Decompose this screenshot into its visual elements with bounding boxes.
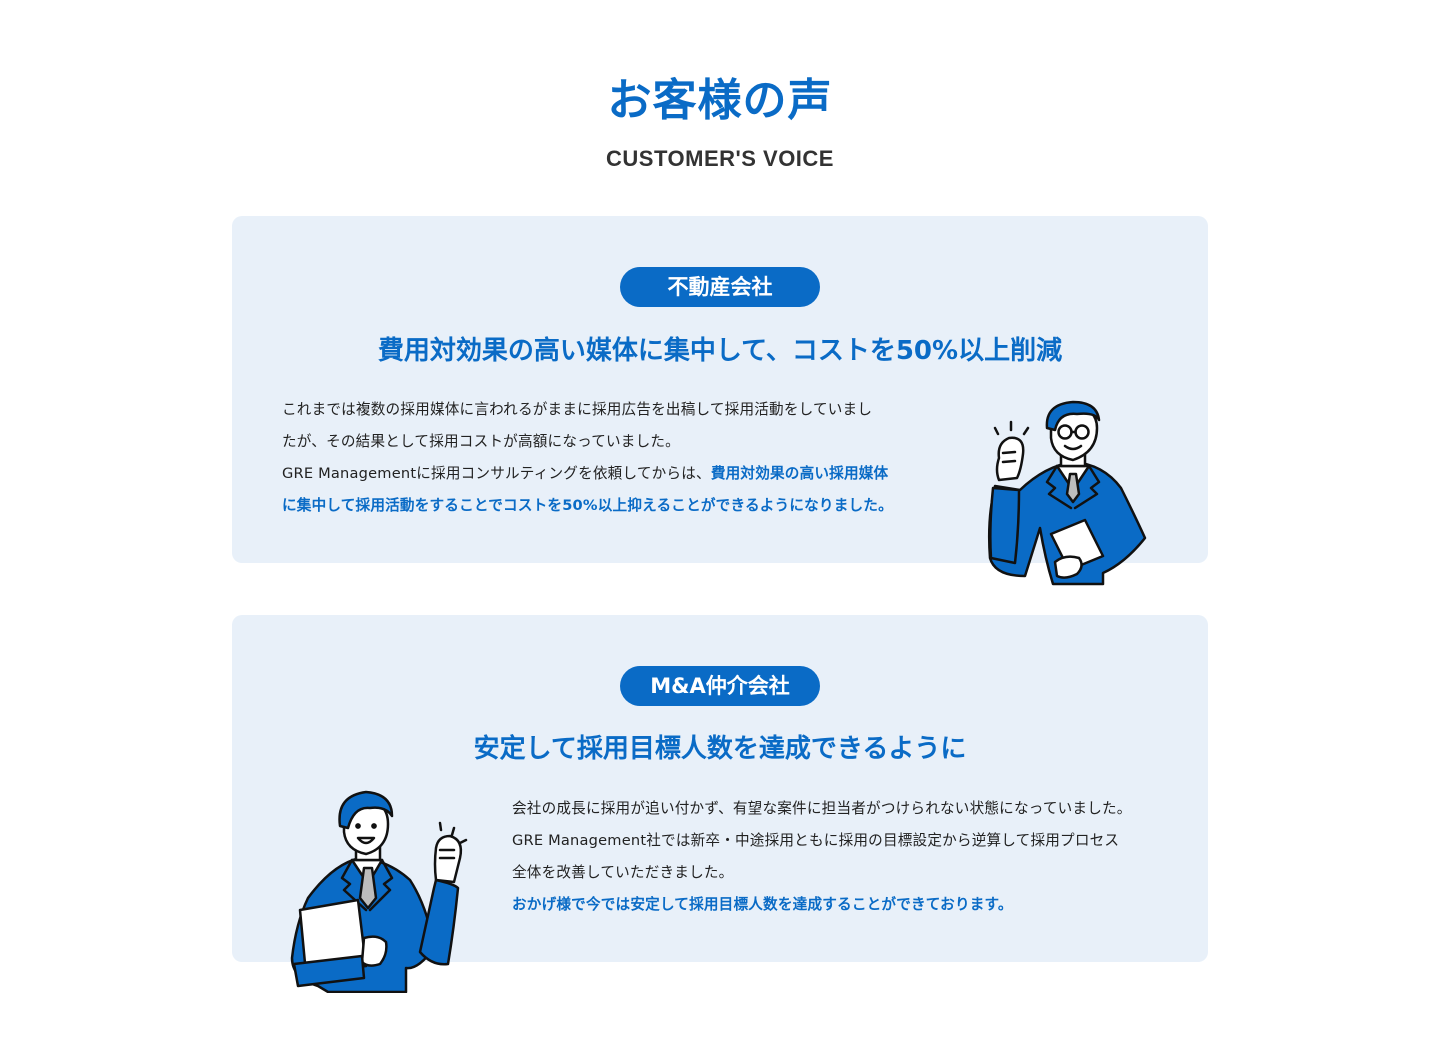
body-text-highlight: おかげ様で今では安定して採用目標人数を達成することができております。 xyxy=(512,896,1013,913)
testimonial-headline: 安定して採用目標人数を達成できるように xyxy=(473,734,967,764)
body-line: GRE Managementに採用コンサルティングを依頼してからは、費用対効果の… xyxy=(282,458,932,490)
testimonial-body: これまでは複数の採用媒体に言われるがままに採用広告を出稿して採用活動をしていまし… xyxy=(282,394,932,522)
testimonial-card-real-estate: 不動産会社 費用対効果の高い媒体に集中して、コストを50%以上削減 これまでは複… xyxy=(232,216,1208,563)
section-title: お客様の声 xyxy=(607,75,833,126)
testimonial-card-ma-brokerage: M&A仲介会社 安定して採用目標人数を達成できるように 会社の成長に採用が追い付… xyxy=(232,615,1208,962)
body-text-highlight: 費用対効果の高い採用媒体 xyxy=(710,465,889,482)
businessman-with-glasses-fist-pump-icon xyxy=(985,398,1150,588)
industry-badge: 不動産会社 xyxy=(620,267,820,307)
body-line: GRE Management社では新卒・中途採用ともに採用の目標設定から逆算して… xyxy=(512,832,1120,849)
businessman-smiling-fist-pump-icon xyxy=(288,788,473,994)
testimonial-body: 会社の成長に採用が追い付かず、有望な案件に担当者がつけられない状態になっていまし… xyxy=(512,793,1192,921)
body-line: これまでは複数の採用媒体に言われるがままに採用広告を出稿して採用活動をしていまし xyxy=(282,401,873,418)
body-line: 会社の成長に採用が追い付かず、有望な案件に担当者がつけられない状態になっていまし… xyxy=(512,800,1132,817)
industry-badge: M&A仲介会社 xyxy=(620,666,820,706)
body-line: 全体を改善していただきました。 xyxy=(512,864,734,881)
body-line: たが、その結果として採用コストが高額になっていました。 xyxy=(282,433,680,450)
body-text-highlight: に集中して採用活動をすることでコストを50%以上抑えることができるようになりまし… xyxy=(282,497,893,514)
body-text-plain: GRE Managementに採用コンサルティングを依頼してからは、 xyxy=(282,465,711,482)
section-subtitle: CUSTOMER'S VOICE xyxy=(606,146,834,171)
testimonial-headline: 費用対効果の高い媒体に集中して、コストを50%以上削減 xyxy=(377,336,1063,366)
section-header: お客様の声 CUSTOMER'S VOICE xyxy=(0,70,1440,172)
